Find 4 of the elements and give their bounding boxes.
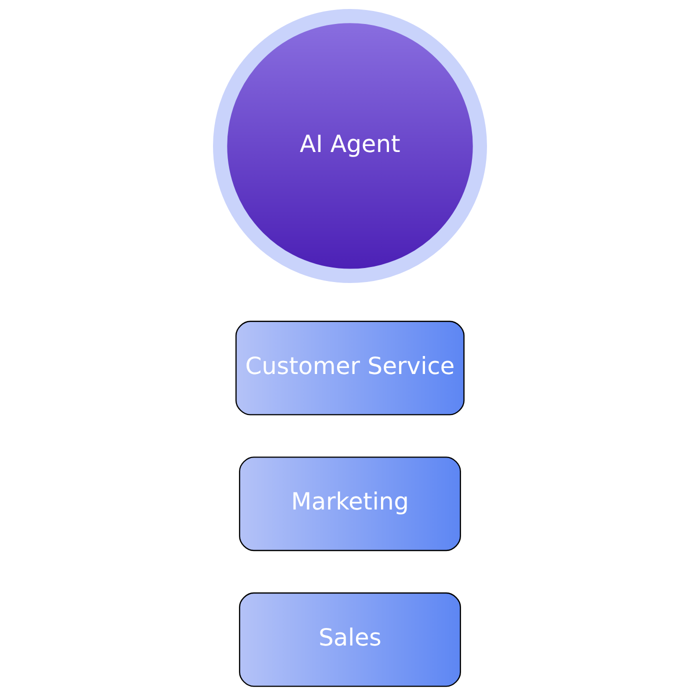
- node-box: Customer Service: [235, 320, 465, 416]
- node-circle: AI Agent: [213, 8, 487, 283]
- node-box: Marketing: [238, 456, 462, 552]
- node-box: Sales: [238, 592, 462, 687]
